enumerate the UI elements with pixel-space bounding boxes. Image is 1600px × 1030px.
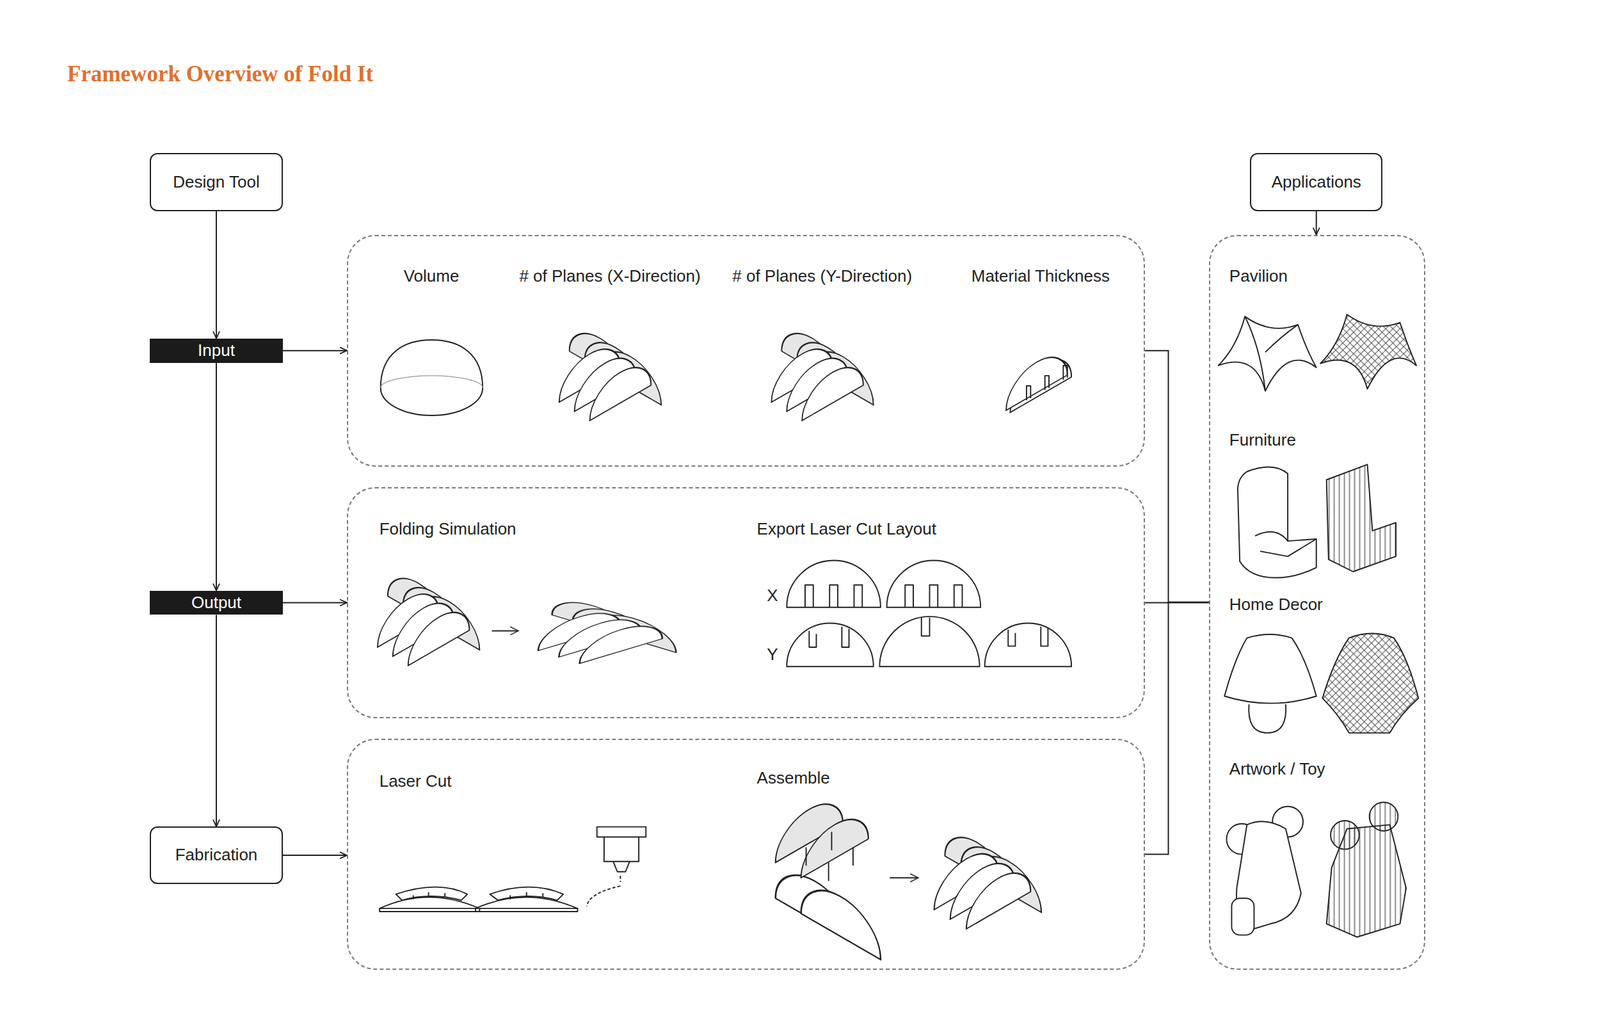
section-heading: Material Thickness <box>971 266 1110 287</box>
section-heading: Laser Cut <box>379 771 452 792</box>
section-heading: Pavilion <box>1229 266 1288 287</box>
box-label: Fabrication <box>175 845 258 865</box>
section-heading: Home Decor <box>1229 595 1323 615</box>
section-heading: Furniture <box>1229 430 1296 450</box>
flow-connector <box>215 211 217 339</box>
section-heading: Assemble <box>757 768 831 788</box>
section-heading: # of Planes (Y-Direction) <box>732 266 912 287</box>
flow-connector <box>282 854 347 856</box>
stage-bar: Input <box>149 338 283 363</box>
fabrication-panel: Laser Cut Assemble <box>346 738 1145 969</box>
section-heading: Artwork / Toy <box>1229 759 1326 779</box>
diagram-title: Framework Overview of Fold It <box>67 61 374 88</box>
applications-box: Applications <box>1249 152 1383 212</box>
flow-connector <box>1144 350 1209 603</box>
flow-connector <box>1315 211 1318 235</box>
row-label: Y <box>766 644 778 665</box>
stage-bar: Output <box>149 590 283 616</box>
tool-box: Design Tool <box>149 152 283 212</box>
fabrication-box: Fabrication <box>149 826 283 884</box>
stage-label: Output <box>191 593 242 613</box>
section-heading: # of Planes (X-Direction) <box>519 266 701 287</box>
row-label: X <box>766 584 778 605</box>
output-panel: Folding Simulation Export Laser Cut Layou… <box>346 487 1145 719</box>
section-heading: Export Laser Cut Layout <box>757 519 937 539</box>
flow-connector <box>282 601 347 603</box>
flow-connector <box>215 614 217 827</box>
flow-connector <box>1144 602 1209 855</box>
flow-connector <box>282 350 347 352</box>
box-label: Applications <box>1271 172 1362 192</box>
section-heading: Volume <box>403 266 460 287</box>
section-heading: Folding Simulation <box>379 519 517 539</box>
stage-label: Input <box>197 341 235 361</box>
input-panel: Volume # of Planes (X-Direction) # of Plan… <box>346 234 1145 467</box>
box-label: Design Tool <box>172 172 260 192</box>
flow-connector <box>215 362 217 591</box>
applications-panel: PavilionFurnitureHome DecorArtwork / Toy <box>1208 234 1426 970</box>
